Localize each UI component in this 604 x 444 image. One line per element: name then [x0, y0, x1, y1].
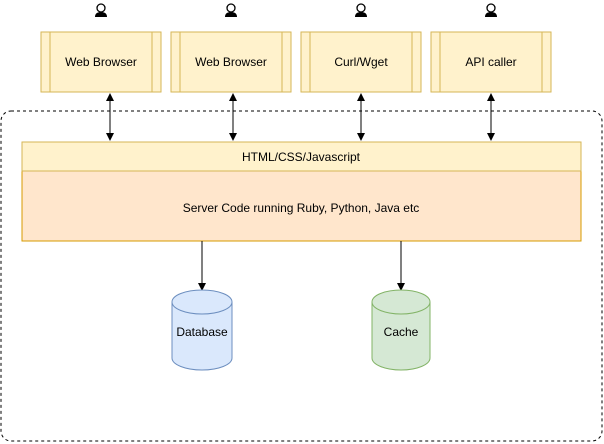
client-api-caller-label: API caller [465, 55, 516, 69]
cache-cylinder: Cache [371, 289, 431, 371]
client-2-user-icon [225, 3, 237, 17]
cache-label: Cache [384, 325, 419, 339]
client-web-browser-2-label: Web Browser [195, 55, 267, 69]
server-code-label: Server Code running Ruby, Python, Java e… [183, 201, 420, 215]
client-1-user-icon [95, 3, 107, 17]
database-cylinder: Database [171, 289, 233, 371]
client-curl-wget: Curl/Wget [300, 31, 422, 93]
client-web-browser-1-label: Web Browser [65, 55, 137, 69]
client-3-user-icon [355, 3, 367, 17]
server-code-block [21, 170, 582, 242]
client-api-caller: API caller [430, 31, 552, 93]
server-boundary [0, 110, 603, 442]
client-4-user-icon [485, 3, 497, 17]
frontend-layer-label: HTML/CSS/Javascript [242, 150, 361, 164]
client-web-browser-2: Web Browser [170, 31, 292, 93]
database-label: Database [176, 325, 228, 339]
client-web-browser-1: Web Browser [40, 31, 162, 93]
client-curl-wget-label: Curl/Wget [334, 55, 388, 69]
frontend-layer [21, 141, 582, 172]
